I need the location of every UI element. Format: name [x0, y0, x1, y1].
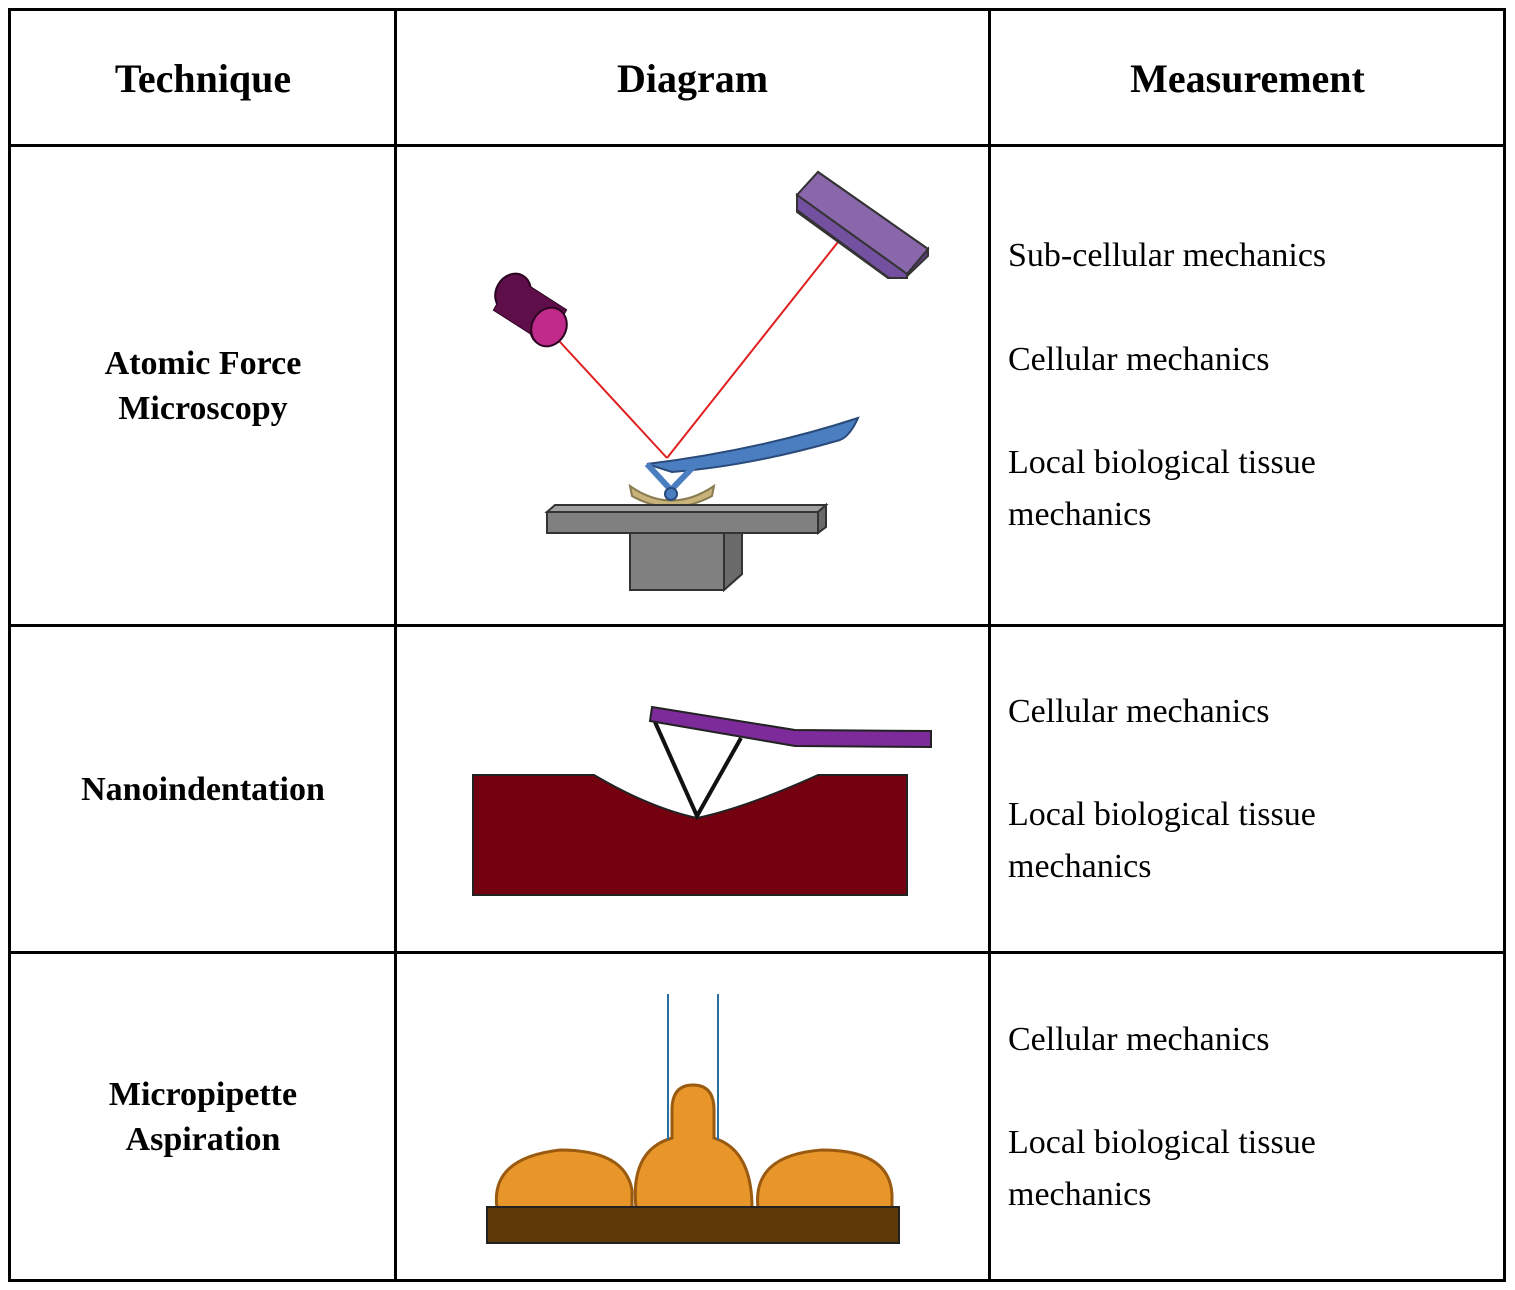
- column-divider-1: [394, 8, 397, 1282]
- technique-micropipette-line-2: Aspiration: [125, 1120, 281, 1158]
- measurement-item: Local biological tissue: [1008, 444, 1316, 481]
- column-divider-2: [988, 8, 991, 1282]
- table-border-top: [8, 8, 1506, 11]
- indenter-arm: [648, 705, 932, 749]
- header-divider: [8, 144, 1506, 147]
- measurement-item: mechanics: [1008, 848, 1152, 885]
- measurement-item: Cellular mechanics: [1008, 1021, 1270, 1058]
- afm-diagram: [397, 147, 987, 624]
- laser-beam-incident: [548, 329, 668, 459]
- laser-beam-reflected: [666, 236, 843, 459]
- table-border-bottom: [8, 1279, 1506, 1282]
- tissue-sample: [472, 774, 908, 896]
- afm-diagram-svg: [492, 170, 930, 593]
- row-divider-1: [8, 624, 1506, 627]
- technique-nanoindentation: Nanoindentation: [11, 627, 395, 951]
- substrate: [486, 1206, 900, 1244]
- header-diagram: Diagram: [616, 55, 769, 101]
- cell-aspirated: [633, 1083, 754, 1210]
- nanoindentation-diagram: [397, 627, 987, 951]
- laser-source-icon: [492, 272, 568, 348]
- technique-afm: Atomic Force Microscopy: [11, 147, 395, 624]
- measurement-item: Local biological tissue: [1008, 1124, 1316, 1161]
- sample-stage-icon: [544, 502, 829, 593]
- table-border-right: [1503, 8, 1506, 1282]
- micropipette-diagram: [397, 954, 987, 1279]
- micropipette-diagram-svg: [486, 994, 900, 1244]
- header-technique: Technique: [114, 55, 292, 101]
- technique-micropipette-line-1: Micropipette: [108, 1075, 298, 1113]
- technique-afm-line-2: Microscopy: [118, 389, 288, 427]
- table-border-left: [8, 8, 11, 1282]
- measurement-item: Sub-cellular mechanics: [1008, 237, 1327, 274]
- measurement-item: Cellular mechanics: [1008, 341, 1270, 378]
- technique-afm-line-1: Atomic Force: [104, 344, 302, 382]
- measurement-item: mechanics: [1008, 1176, 1152, 1213]
- technique-micropipette: Micropipette Aspiration: [11, 954, 395, 1279]
- measurement-item: Cellular mechanics: [1008, 693, 1270, 730]
- sample-dish: [628, 483, 716, 508]
- nanoindentation-diagram-svg: [472, 705, 932, 896]
- indenter-tip-icon: [653, 721, 743, 821]
- photodetector-icon: [795, 170, 930, 279]
- row-divider-2: [8, 951, 1506, 954]
- technique-nanoindentation-line-1: Nanoindentation: [81, 770, 325, 808]
- measurement-item: mechanics: [1008, 496, 1152, 533]
- cantilever-icon: [644, 416, 860, 501]
- header-measurement: Measurement: [1130, 55, 1365, 101]
- cell-right: [756, 1148, 894, 1210]
- measurement-item: Local biological tissue: [1008, 796, 1316, 833]
- cell-left: [494, 1148, 634, 1210]
